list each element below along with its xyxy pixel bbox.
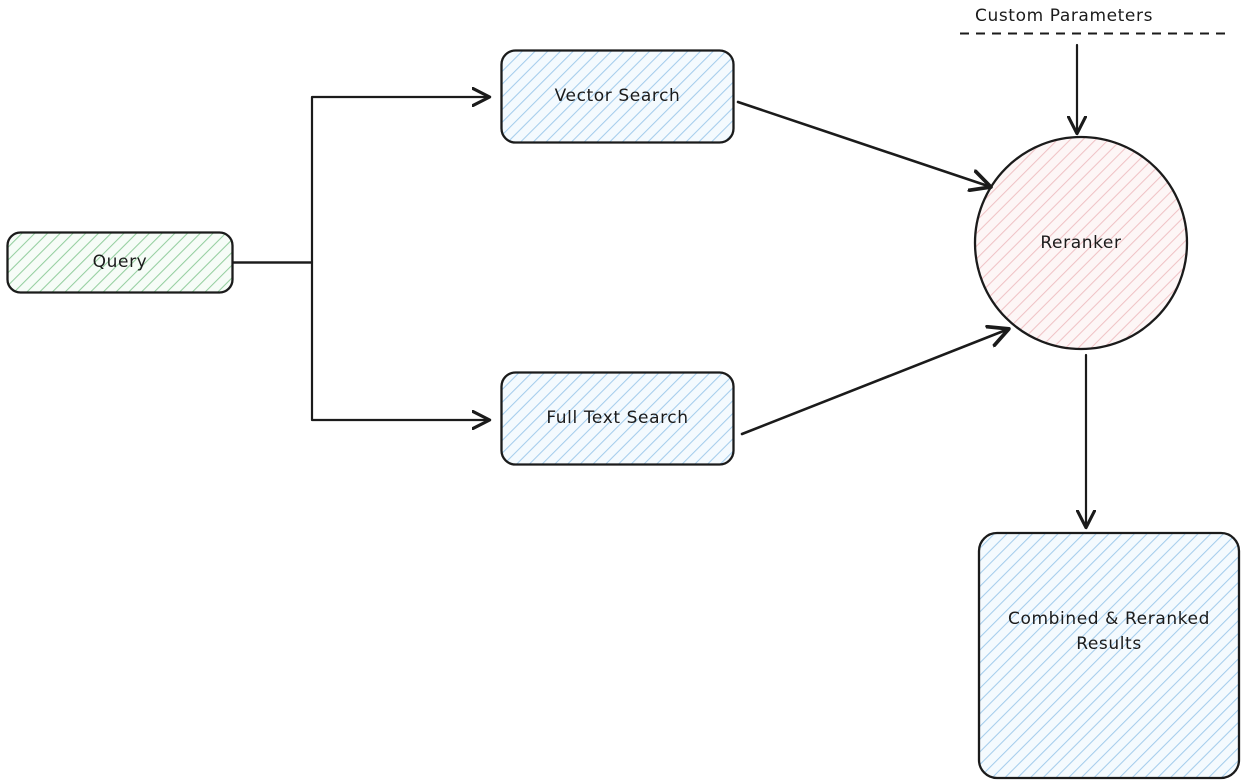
annotation-custom-parameters: Custom Parameters (975, 6, 1154, 26)
edge-vector-search-to-reranker (736, 100, 988, 186)
edge-full-text-search-to-reranker (740, 330, 1006, 436)
node-full-text-search-shape[interactable] (500, 371, 735, 466)
node-vector-search-shape[interactable] (500, 49, 735, 144)
edge-query-to-vector-search (231, 97, 487, 264)
node-combined-results-shape[interactable] (977, 531, 1241, 780)
node-reranker-shape[interactable] (973, 135, 1189, 351)
edge-query-to-full-text-search (231, 261, 487, 421)
node-query-shape[interactable] (6, 231, 234, 294)
